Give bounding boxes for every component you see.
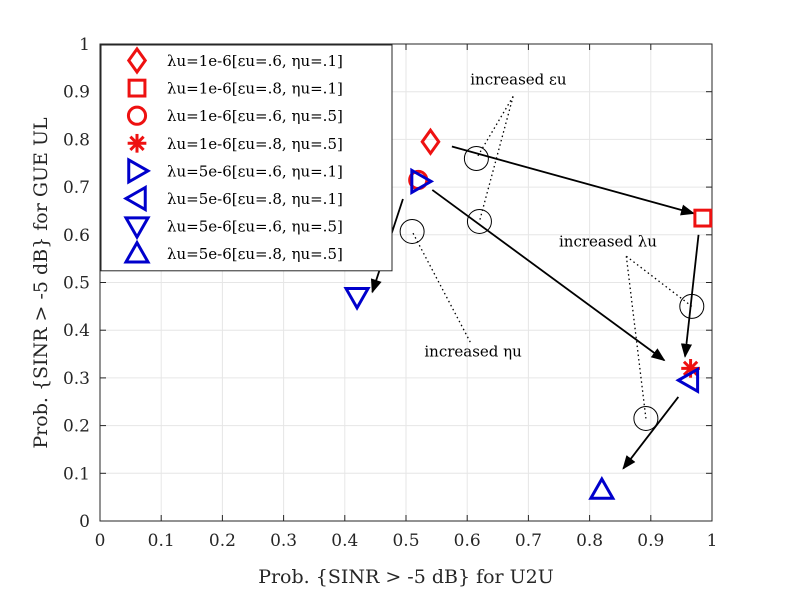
x-tick-label: 0.6 bbox=[454, 531, 481, 551]
legend-entry: λu=1e-6[εu=.6, ηu=.5] bbox=[126, 105, 343, 126]
y-tick-label: 0 bbox=[79, 512, 90, 532]
x-tick-labels: 0 0.1 0.2 0.3 0.4 0.5 0.6 0.7 0.8 0.9 1 bbox=[95, 531, 718, 551]
legend-entry: λu=1e-6[εu=.8, ηu=.5] bbox=[127, 133, 343, 153]
annotation-circle bbox=[466, 208, 492, 234]
x-tick-label: 0.2 bbox=[209, 531, 236, 551]
legend-entry: λu=5e-6[εu=.8, ηu=.5] bbox=[123, 239, 343, 264]
triangle-left-marker bbox=[675, 366, 700, 394]
circle-marker bbox=[126, 105, 148, 126]
y-tick-label: 1 bbox=[79, 35, 90, 55]
legend-entry: λu=5e-6[εu=.6, ηu=.1] bbox=[127, 157, 343, 185]
axes-box bbox=[99, 43, 713, 522]
y-tick-labels: 0 0.1 0.2 0.3 0.4 0.5 0.6 0.7 0.8 0.9 1 bbox=[63, 35, 90, 532]
triangle-up-marker bbox=[123, 239, 151, 264]
annotation-leader-line bbox=[411, 231, 471, 343]
diamond-marker bbox=[126, 46, 148, 75]
arrow bbox=[680, 234, 700, 358]
legend-entry-label: λu=5e-6[εu=.8, ηu=.1] bbox=[167, 190, 343, 208]
triangle-down-marker bbox=[123, 216, 151, 241]
arrow bbox=[451, 145, 695, 216]
y-tick-label: 0.8 bbox=[63, 130, 90, 150]
square-marker bbox=[127, 78, 147, 98]
annotation-label: increased ηu bbox=[424, 342, 522, 360]
annotation-circles bbox=[399, 145, 705, 431]
legend: λu=1e-6[εu=.6, ηu=.1] λu=1e-6[εu=.8, ηu=.… bbox=[100, 44, 393, 272]
y-tick-label: 0.5 bbox=[63, 274, 90, 294]
annotation-leader-line bbox=[625, 255, 693, 307]
legend-entry: λu=1e-6[εu=.8, ηu=.1] bbox=[127, 78, 343, 98]
legend-entry-label: λu=5e-6[εu=.6, ηu=.5] bbox=[167, 218, 343, 236]
annotation-leader-line bbox=[475, 96, 514, 159]
asterisk-stroke bbox=[129, 135, 145, 151]
square-marker bbox=[693, 208, 713, 228]
y-tick-label: 0.2 bbox=[63, 417, 90, 437]
legend-box bbox=[100, 44, 393, 272]
legend-entry-label: λu=5e-6[εu=.6, ηu=.1] bbox=[167, 162, 343, 180]
y-axis-label: Prob. {SINR > -5 dB} for GUE UL bbox=[30, 117, 52, 449]
legend-entry-label: λu=1e-6[εu=.8, ηu=.1] bbox=[167, 80, 343, 98]
annotation-leader-line bbox=[625, 256, 647, 419]
x-tick-label: 0.4 bbox=[331, 531, 358, 551]
annotation-label: increased εu bbox=[470, 71, 567, 89]
legend-entry-label: λu=5e-6[εu=.8, ηu=.5] bbox=[167, 245, 343, 263]
arrow bbox=[622, 396, 680, 470]
diamond-marker bbox=[420, 127, 441, 156]
data-markers bbox=[343, 127, 713, 500]
triangle-left-marker bbox=[122, 184, 147, 213]
y-tick-label: 0.6 bbox=[63, 226, 90, 246]
arrows bbox=[370, 145, 700, 470]
x-tick-label: 1 bbox=[707, 531, 718, 551]
x-tick-label: 0.3 bbox=[270, 531, 297, 551]
legend-entry-label: λu=1e-6[εu=.6, ηu=.1] bbox=[167, 52, 343, 70]
annotation-circle bbox=[633, 405, 659, 431]
asterisk-marker bbox=[127, 133, 147, 153]
annotation-labels: increased εu increased λu increased ηu bbox=[424, 71, 657, 361]
x-tick-label: 0.9 bbox=[637, 531, 664, 551]
triangle-up-marker bbox=[588, 475, 616, 500]
axes bbox=[99, 43, 713, 522]
annotation-leaders bbox=[411, 96, 693, 419]
y-tick-label: 0.4 bbox=[63, 321, 90, 341]
legend-entry: λu=1e-6[εu=.6, ηu=.1] bbox=[126, 46, 343, 75]
y-tick-label: 0.7 bbox=[63, 178, 90, 198]
triangle-down-marker bbox=[343, 287, 371, 311]
asterisk-stroke bbox=[682, 360, 699, 377]
x-tick-label: 0 bbox=[95, 531, 106, 551]
legend-entry-label: λu=1e-6[εu=.6, ηu=.5] bbox=[167, 107, 343, 125]
annotation-label: increased λu bbox=[559, 233, 657, 251]
annotation-circle bbox=[399, 218, 425, 244]
x-tick-label: 0.5 bbox=[392, 531, 419, 551]
triangle-right-marker bbox=[410, 167, 435, 195]
y-tick-label: 0.3 bbox=[63, 369, 90, 389]
y-tick-label: 0.1 bbox=[63, 464, 90, 484]
x-tick-label: 0.1 bbox=[148, 531, 175, 551]
x-axis-label: Prob. {SINR > -5 dB} for U2U bbox=[258, 566, 554, 588]
x-tick-label: 0.7 bbox=[515, 531, 542, 551]
legend-entry-label: λu=1e-6[εu=.8, ηu=.5] bbox=[167, 135, 343, 153]
annotation-circle bbox=[463, 145, 489, 171]
legend-entry: λu=5e-6[εu=.8, ηu=.1] bbox=[122, 184, 343, 213]
x-tick-label: 0.8 bbox=[576, 531, 603, 551]
arrow bbox=[431, 189, 666, 362]
legend-entry: λu=5e-6[εu=.6, ηu=.5] bbox=[123, 216, 343, 241]
y-tick-label: 0.9 bbox=[63, 83, 90, 103]
triangle-right-marker bbox=[127, 157, 152, 185]
annotation-circle bbox=[679, 293, 705, 319]
